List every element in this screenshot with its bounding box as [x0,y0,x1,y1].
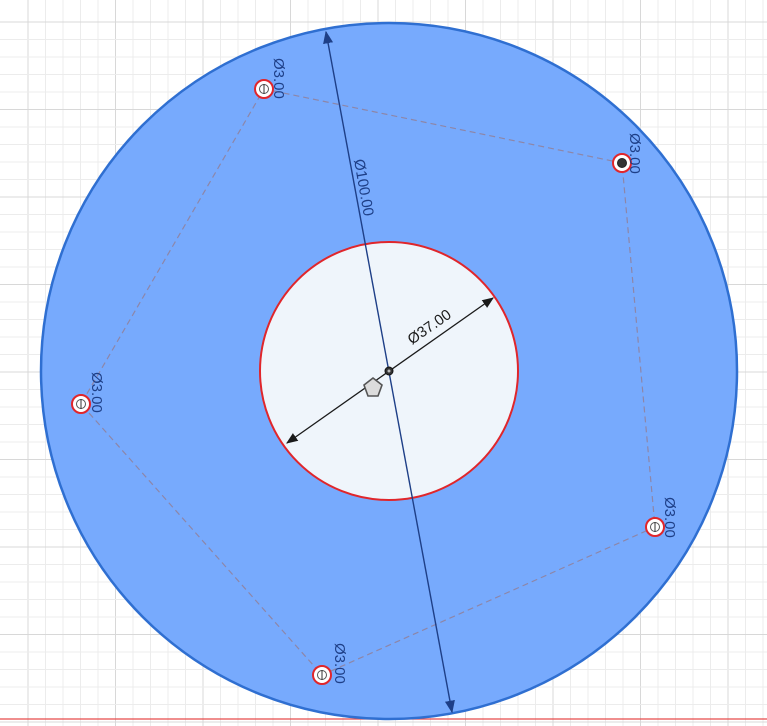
hole-1[interactable]: Ø3.00 [612,133,643,174]
hole-4-label[interactable]: Ø3.00 [88,372,105,413]
pentagon-icon[interactable] [363,376,383,397]
hole-2[interactable]: Ø3.00 [645,497,678,538]
hole-0-label[interactable]: Ø3.00 [270,58,287,99]
hole-2-label[interactable]: Ø3.00 [661,497,678,538]
hole-0[interactable]: Ø3.00 [254,58,287,99]
hole-1-label[interactable]: Ø3.00 [626,133,643,174]
hole-3-label[interactable]: Ø3.00 [331,643,348,684]
construction-pentagon[interactable] [80,88,656,676]
center-point-dot [387,369,391,373]
hole-4[interactable]: Ø3.00 [71,372,105,414]
hole-3[interactable]: Ø3.00 [312,643,348,685]
